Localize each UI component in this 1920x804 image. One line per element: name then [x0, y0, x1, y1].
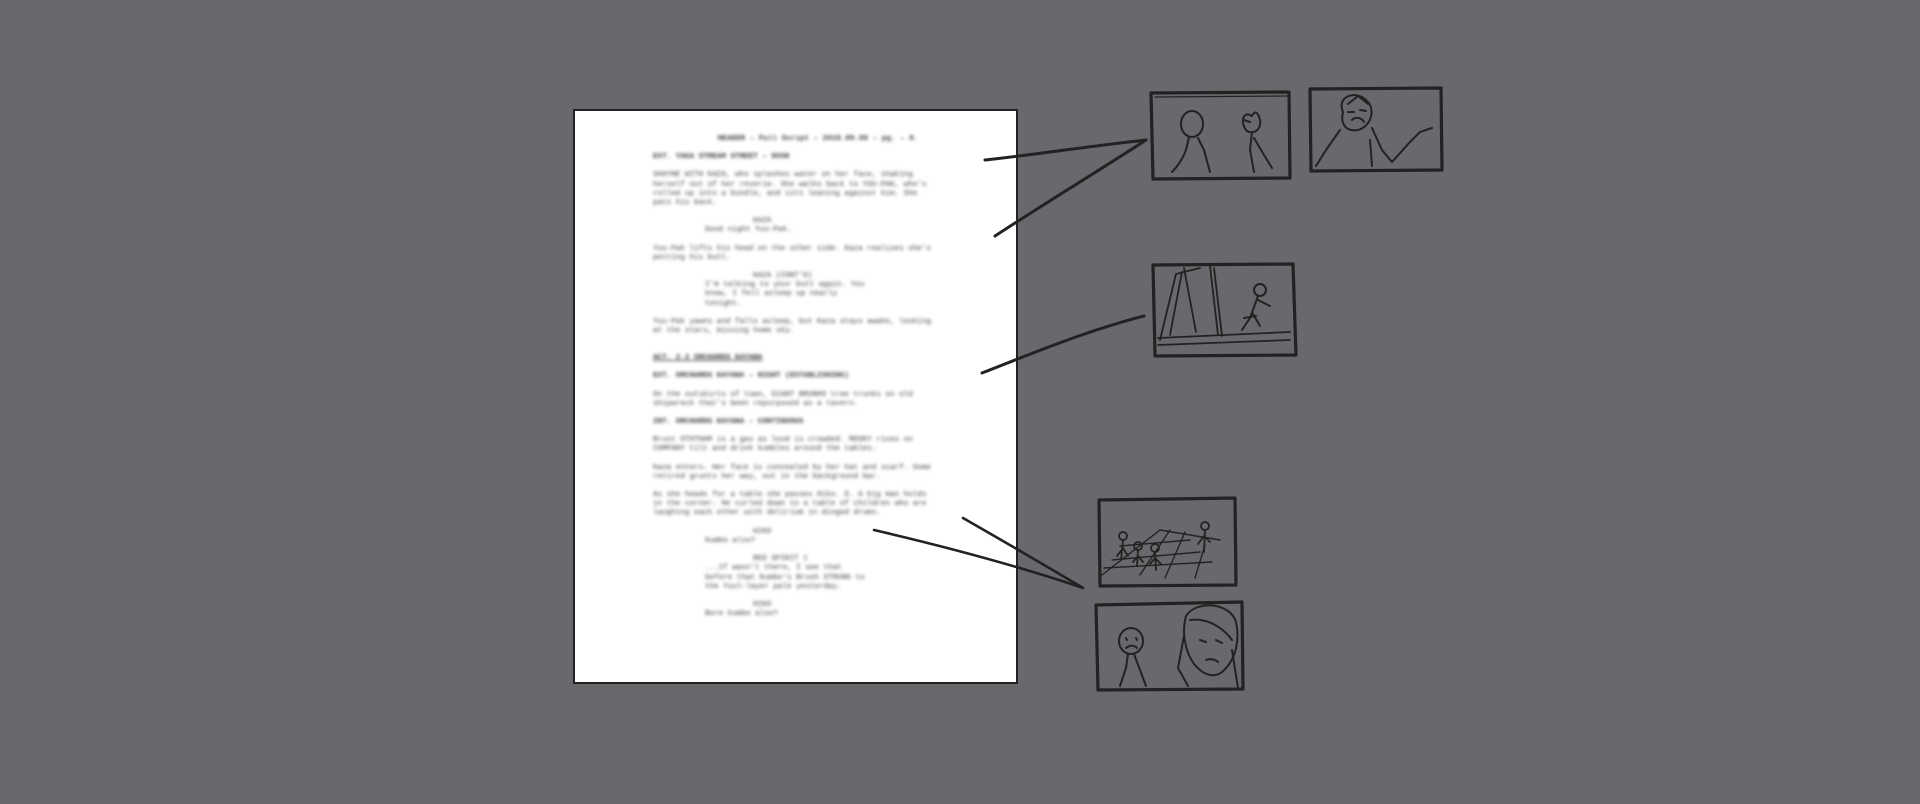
character-name: HIKO	[753, 600, 772, 609]
tiled-floor	[1101, 529, 1221, 579]
script-page: HEADER – Full Script – 2018.09.09 – pg. …	[573, 109, 1018, 684]
character-name: KAZA	[753, 217, 772, 226]
dialogue-line: the Yuul-layer pale yesterday.	[705, 582, 842, 591]
sad-face-figure	[1118, 627, 1147, 687]
action-block: Kaza enters. Her face is concealed by he…	[653, 464, 983, 482]
action-line: Brust OTHTHAM is a gas as loud is crowde…	[653, 436, 913, 445]
action-line: Yuu-Pak yawns and falls asleep, but Kaza…	[653, 317, 931, 326]
dialogue-block: Good night Yuu-Pak.	[653, 226, 983, 235]
dialogue-line: Good night Yuu-Pak.	[705, 226, 792, 235]
storyboard-panel-2	[1308, 86, 1444, 173]
action-block: Yuu-Pak yawns and falls asleep, but Kaza…	[653, 318, 983, 336]
dialogue-line: Bore kumbo also?	[705, 610, 778, 619]
storyboard-panel-1	[1149, 90, 1292, 181]
script-text: HEADER – Full Script – 2018.09.09 – pg. …	[653, 135, 983, 628]
connector-line-2	[980, 314, 1146, 375]
script-title: HEADER – Full Script – 2018.09.09 – pg. …	[717, 135, 919, 143]
dialogue-block: Bore kumbo also?	[653, 610, 983, 619]
action-block: As she heads for a table she passes Hiko…	[653, 491, 983, 519]
group-figures	[1116, 521, 1211, 571]
action-block: Brust OTHTHAM is a gas as loud is crowde…	[653, 436, 983, 454]
action-line: Kaza enters. Her face is concealed by he…	[653, 463, 931, 472]
connector-line-1a	[983, 138, 1148, 162]
connector-lines	[872, 138, 1148, 590]
dialogue-line: I'm talking to your butt again. You	[705, 281, 865, 290]
dialogue-line: tonight.	[705, 299, 742, 308]
character-name: KAZA (CONT'D)	[753, 272, 813, 281]
action-block: Yuu-Pak lifts his head on the other side…	[653, 245, 983, 263]
action-line: shipwreck that's been repurposed as a ta…	[653, 399, 859, 408]
scene-heading: INT. ORCHARDS KAYANA – CONTINUOUS	[653, 418, 804, 427]
standing-figure	[1241, 283, 1271, 331]
scene-heading: EXT. ORCHARDS KAYANA – NIGHT (ESTABLISHI…	[653, 372, 849, 381]
stick-figure-left	[1171, 110, 1211, 173]
action-line: laughing each other with delirium in din…	[653, 509, 881, 518]
dialogue-line: ...If wasn't there, I see that	[705, 564, 842, 573]
storyboard-panel-3	[1151, 262, 1298, 358]
act-heading: ACT. 2.2 ORCHARDS KAYANA	[653, 354, 763, 363]
connector-line-3a	[961, 516, 1085, 590]
action-block: SHAYNE WITH KAZA, who splashes water on …	[653, 171, 983, 208]
dialogue-line: know, I fell asleep up nearly	[705, 290, 838, 299]
action-line: SHAYNE WITH KAZA, who splashes water on …	[653, 171, 913, 180]
connector-line-3b	[872, 528, 1085, 590]
action-line: COMPANY tilt and drink kumbles around th…	[653, 445, 877, 454]
action-line: pats his back.	[653, 199, 717, 208]
dialogue-line: Kumbo also?	[705, 536, 756, 545]
action-line: at the stars, missing home sky.	[653, 327, 795, 336]
character-name: HIKO	[753, 527, 772, 536]
scene-heading: EXT. YAGA STREAM STREET – DUSK	[653, 153, 790, 162]
dialogue-block: Kumbo also?	[653, 537, 983, 546]
connector-line-1b	[993, 138, 1148, 238]
action-block: On the outskirts of town, GIANT BRUNHO t…	[653, 391, 983, 409]
character-name: RED SPIRIT 1	[753, 555, 808, 564]
storyboard-panel-5	[1094, 600, 1245, 692]
action-line: Yuu-Pak lifts his head on the other side…	[653, 244, 931, 253]
action-line: On the outskirts of town, GIANT BRUNHO t…	[653, 390, 913, 399]
action-line: herself out of her reverie. She walks ba…	[653, 180, 927, 189]
action-line: petting his butt.	[653, 253, 731, 262]
ship-sail	[1157, 265, 1291, 346]
close-up-face	[1177, 604, 1239, 689]
stick-figure-right	[1241, 111, 1273, 173]
dialogue-line: before that Kumbo's Brush STRUNG to	[705, 573, 865, 582]
action-line: retired grunts her way, out in the backg…	[653, 472, 881, 481]
storyboard-panel-4	[1097, 496, 1238, 588]
action-line: rolled up into a bundle, and sits leanin…	[653, 189, 918, 198]
action-line: As she heads for a table she passes Hiko…	[653, 491, 927, 500]
action-line: in the corner. He curled down to a table…	[653, 500, 927, 509]
angry-figure	[1315, 94, 1433, 167]
